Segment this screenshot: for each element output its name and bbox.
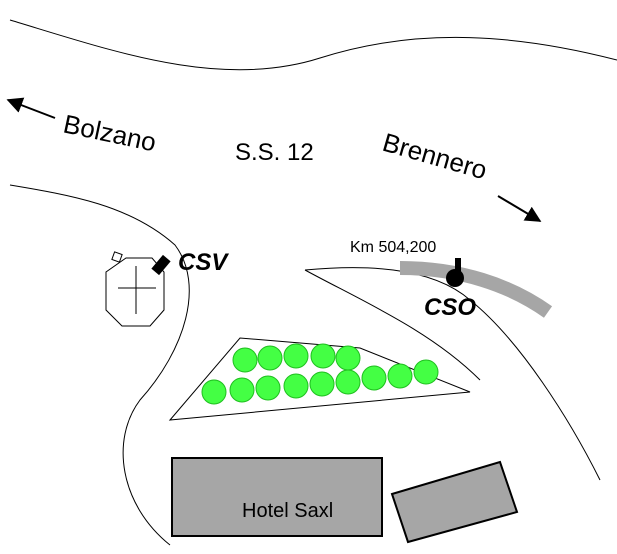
road-edge-lower — [9, 184, 190, 546]
road-edge-right — [304, 267, 601, 481]
monitor-marker-icon — [151, 254, 171, 276]
sensor-marker-icon — [446, 258, 464, 287]
road-name-label: S.S. 12 — [235, 139, 314, 166]
arrow-left-icon — [6, 97, 56, 119]
octagonal-structure — [105, 251, 165, 327]
kilometer-marker-label: Km 504,200 — [350, 239, 436, 256]
arrow-right-icon — [497, 195, 542, 222]
road-edge-right-inner — [304, 269, 481, 381]
station-label-open: CSO — [424, 294, 476, 321]
station-label-vertical: CSV — [178, 249, 229, 276]
direction-label-right: Brennero — [379, 127, 490, 185]
annex-building — [390, 460, 519, 544]
trees-group — [201, 343, 439, 405]
building-label: Hotel Saxl — [242, 500, 333, 522]
road-edge-top — [9, 19, 617, 71]
gray-road-band — [399, 261, 553, 318]
direction-label-left: Bolzano — [61, 109, 159, 158]
traffic-island — [168, 337, 471, 421]
hotel-building — [171, 457, 383, 537]
